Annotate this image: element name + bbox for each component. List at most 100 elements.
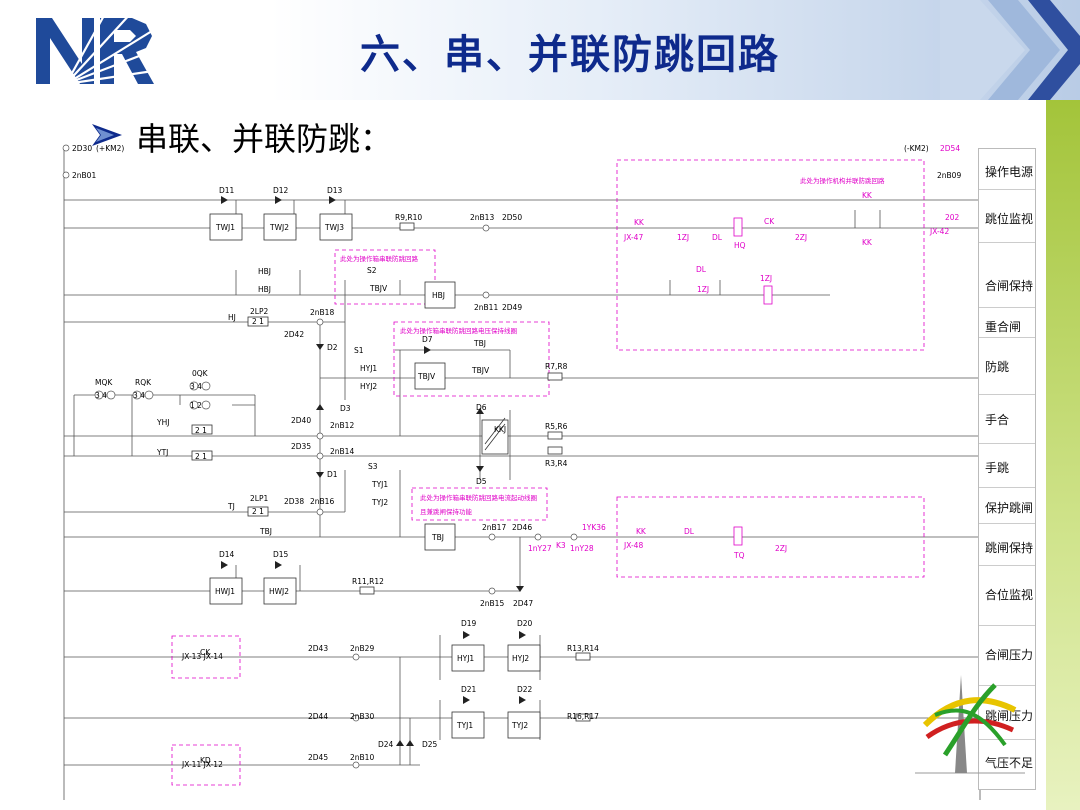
svg-text:2nB13: 2nB13	[470, 213, 494, 222]
signal-label: 合闸保持	[985, 279, 1034, 293]
wires	[63, 150, 981, 800]
svg-text:2D30: 2D30	[72, 144, 92, 153]
svg-text:R5,R6: R5,R6	[545, 422, 568, 431]
svg-text:TYJ2: TYJ2	[511, 721, 528, 730]
page-title: 六、串、并联防跳回路	[360, 31, 780, 78]
chevron-decoration-icon	[940, 0, 1080, 100]
svg-text:此处为操作箱串联防跳回路电流起动线圈: 此处为操作箱串联防跳回路电流起动线圈	[420, 493, 537, 502]
svg-text:1nY28: 1nY28	[570, 544, 594, 553]
svg-text:2nB14: 2nB14	[330, 447, 354, 456]
svg-text:D2: D2	[327, 343, 338, 352]
svg-text:D15: D15	[273, 550, 289, 559]
svg-text:TJ: TJ	[227, 502, 235, 511]
svg-text:HBJ: HBJ	[258, 267, 271, 276]
svg-text:HBJ: HBJ	[258, 285, 271, 294]
svg-text:202: 202	[945, 213, 960, 222]
svg-text:2 1: 2 1	[252, 507, 264, 516]
svg-text:D3: D3	[340, 404, 351, 413]
svg-text:R7,R8: R7,R8	[545, 362, 568, 371]
svg-text:D7: D7	[422, 335, 433, 344]
svg-text:KD: KD	[200, 756, 211, 765]
svg-text:D13: D13	[327, 186, 343, 195]
svg-text:KK: KK	[862, 191, 873, 200]
signal-label: 操作电源	[985, 165, 1034, 179]
svg-text:2LP1: 2LP1	[250, 494, 268, 503]
svg-text:R13,R14: R13,R14	[567, 644, 599, 653]
svg-text:2D44: 2D44	[308, 712, 328, 721]
signal-label: 防跳	[985, 360, 1010, 374]
svg-text:JX-48: JX-48	[623, 541, 643, 550]
signal-list: 操作电源 跳位监视 合闸保持 重合闸 防跳 手合 手跳 保护跳闸 跳闸保持 合位…	[978, 148, 1036, 790]
svg-text:0QK: 0QK	[192, 369, 209, 378]
svg-text:HYJ1: HYJ1	[457, 654, 474, 663]
signal-label: 合位监视	[985, 588, 1034, 602]
signal-label: 手跳	[985, 461, 1010, 475]
svg-text:TBJ: TBJ	[259, 527, 272, 536]
svg-text:(+KM2): (+KM2)	[96, 144, 124, 153]
svg-text:1YK36: 1YK36	[582, 523, 606, 532]
header-background	[0, 0, 1080, 100]
svg-text:MQK: MQK	[95, 378, 113, 387]
svg-text:且兼跳闸保持功能: 且兼跳闸保持功能	[420, 507, 473, 516]
svg-text:1ZJ: 1ZJ	[697, 285, 709, 294]
nr-logo	[36, 12, 160, 84]
svg-text:KK: KK	[636, 527, 647, 536]
svg-text:2D49: 2D49	[502, 303, 522, 312]
svg-text:2D35: 2D35	[291, 442, 311, 451]
svg-text:2nB15: 2nB15	[480, 599, 504, 608]
svg-text:RQK: RQK	[135, 378, 152, 387]
svg-text:D22: D22	[517, 685, 533, 694]
svg-text:D12: D12	[273, 186, 289, 195]
signal-label: 合闸压力	[985, 648, 1034, 662]
svg-text:D14: D14	[219, 550, 235, 559]
svg-text:HWJ1: HWJ1	[215, 587, 235, 596]
svg-text:2nB30: 2nB30	[350, 712, 374, 721]
svg-text:此处为操作机构并联防跳回路: 此处为操作机构并联防跳回路	[800, 176, 885, 185]
svg-text:KKJ: KKJ	[494, 425, 506, 434]
svg-text:1ZJ: 1ZJ	[760, 274, 772, 283]
svg-text:2nB17: 2nB17	[482, 523, 506, 532]
svg-text:HQ: HQ	[734, 241, 746, 250]
svg-text:2D45: 2D45	[308, 753, 328, 762]
svg-text:S2: S2	[367, 266, 377, 275]
signal-label: 气压不足	[985, 756, 1034, 770]
svg-text:D21: D21	[461, 685, 477, 694]
svg-text:R9,R10: R9,R10	[395, 213, 422, 222]
svg-text:TYJ2: TYJ2	[371, 498, 388, 507]
svg-text:TBJV: TBJV	[417, 372, 436, 381]
svg-text:2 1: 2 1	[195, 426, 207, 435]
svg-text:DL: DL	[696, 265, 707, 274]
svg-text:TQ: TQ	[733, 551, 745, 560]
side-accent-bar	[1046, 100, 1080, 810]
svg-text:R3,R4: R3,R4	[545, 459, 568, 468]
svg-text:TBJ: TBJ	[431, 533, 444, 542]
signal-label: 保护跳闸	[985, 501, 1034, 515]
arrow-bullet-icon	[92, 124, 122, 146]
svg-text:D5: D5	[476, 477, 487, 486]
svg-text:2nB12: 2nB12	[330, 421, 354, 430]
diagram-labels: 2D30 (+KM2) 2nB01 (-KM2) 2D54 2nB09 D11 …	[72, 144, 961, 769]
svg-text:KK: KK	[862, 238, 873, 247]
signal-label: 跳闸压力	[985, 709, 1034, 723]
svg-text:JX-13 JX-14: JX-13 JX-14	[181, 652, 223, 661]
svg-text:D24: D24	[378, 740, 394, 749]
svg-text:HBJ: HBJ	[432, 291, 445, 300]
svg-text:2nB09: 2nB09	[937, 171, 961, 180]
svg-text:YTJ: YTJ	[156, 448, 168, 457]
svg-text:CK: CK	[200, 648, 211, 657]
svg-text:此处为操作箱串联防跳回路电压保持线圈: 此处为操作箱串联防跳回路电压保持线圈	[400, 326, 517, 335]
svg-text:D11: D11	[219, 186, 235, 195]
svg-text:1ZJ: 1ZJ	[677, 233, 689, 242]
svg-text:D25: D25	[422, 740, 438, 749]
svg-text:R16,R17: R16,R17	[567, 712, 599, 721]
svg-text:3 4: 3 4	[190, 382, 202, 391]
svg-text:JX-11 JX-12: JX-11 JX-12	[181, 760, 223, 769]
svg-text:S3: S3	[368, 462, 378, 471]
svg-text:DL: DL	[712, 233, 723, 242]
terminal-icons	[62, 144, 578, 769]
svg-text:2D46: 2D46	[512, 523, 532, 532]
svg-text:K3: K3	[556, 541, 566, 550]
svg-text:(-KM2): (-KM2)	[904, 144, 929, 153]
svg-text:HYJ2: HYJ2	[512, 654, 529, 663]
svg-text:TWJ1: TWJ1	[215, 223, 235, 232]
